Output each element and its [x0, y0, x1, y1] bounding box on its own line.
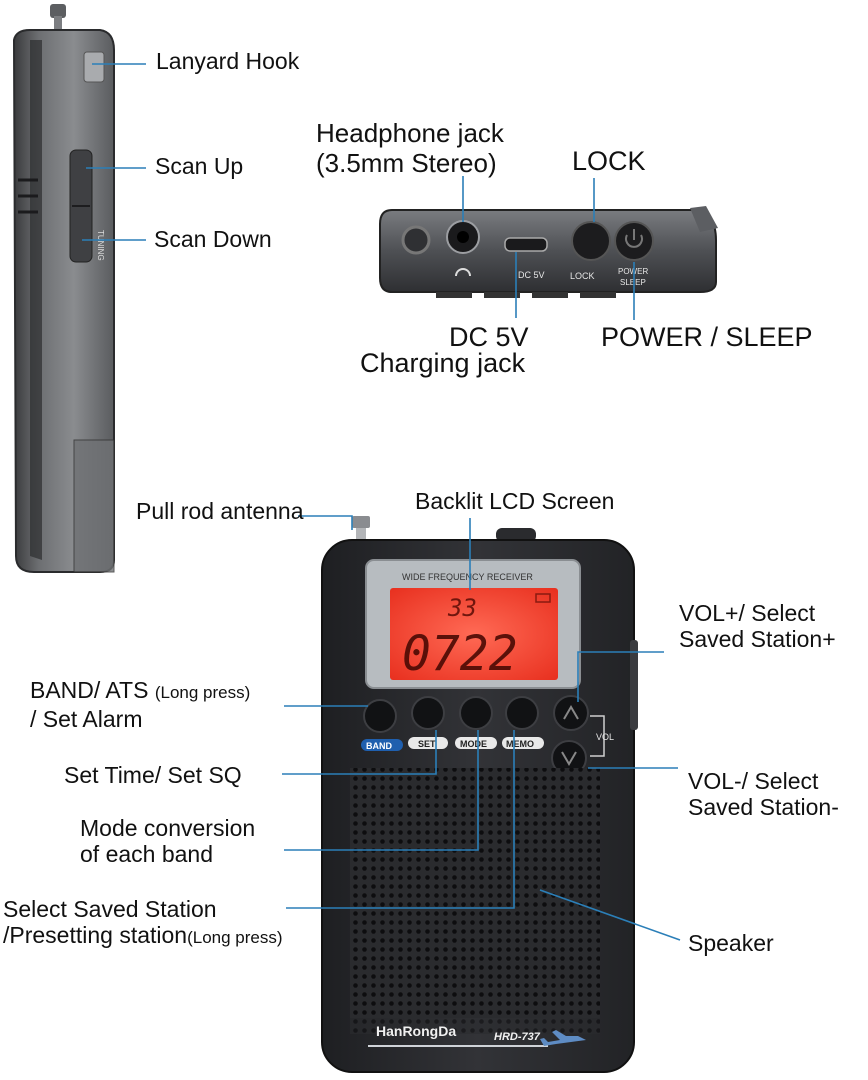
lanyard-hook-shape	[83, 51, 105, 83]
mode-button-shape	[459, 696, 493, 730]
label-headphone-jack: Headphone jack (3.5mm Stereo)	[316, 118, 504, 178]
label-vol-minus-line2: Saved Station-	[688, 794, 839, 820]
set-button-shape	[411, 696, 445, 730]
label-band-line1: BAND/ ATS (Long press)	[30, 677, 250, 706]
label-memo-line2: /Presetting station(Long press)	[3, 922, 283, 951]
label-vol-plus-line1: VOL+/ Select	[679, 600, 816, 626]
leader-speaker	[539, 889, 681, 941]
label-backlit: Backlit LCD Screen	[415, 488, 615, 514]
label-vol-plus: VOL+/ Select Saved Station+	[679, 600, 836, 652]
set-print: SET	[418, 739, 436, 749]
label-set-time: Set Time/ Set SQ	[64, 762, 242, 788]
headphone-glyph-icon	[455, 268, 471, 277]
leader-vol-plus	[577, 651, 664, 702]
speaker-grille	[350, 768, 600, 1018]
lcd-main-digits: 0722	[402, 626, 518, 682]
label-memo-text: /Presetting station	[3, 922, 188, 948]
label-speaker: Speaker	[688, 930, 774, 956]
antenna-tip-shape	[352, 516, 370, 528]
top-body	[379, 209, 717, 293]
label-scan-up: Scan Up	[155, 153, 244, 179]
label-headphone-line2: (3.5mm Stereo)	[316, 148, 497, 178]
vol-print: VOL	[596, 732, 614, 742]
label-mode-line2: of each band	[80, 841, 214, 867]
mode-pill	[455, 737, 497, 749]
label-band-text: BAND/ ATS	[30, 677, 149, 703]
set-pill	[408, 737, 448, 749]
screen-title: WIDE FREQUENCY RECEIVER	[402, 572, 533, 582]
label-scan-down: Scan Down	[154, 226, 272, 252]
label-band: BAND/ ATS (Long press) / Set Alarm	[30, 677, 250, 732]
lock-button-shape	[571, 221, 611, 261]
band-pill	[361, 739, 403, 751]
usb-port-shape	[504, 237, 548, 252]
label-vol-minus-line1: VOL-/ Select	[688, 768, 819, 794]
leader-lines	[82, 63, 681, 941]
side-antenna-tip	[50, 4, 66, 18]
label-memo-line1: Select Saved Station	[3, 896, 217, 922]
memo-pill	[502, 737, 544, 749]
label-power-sleep: POWER / SLEEP	[601, 322, 813, 352]
power-button-shape	[614, 221, 654, 261]
tuning-text: TUNING	[96, 230, 105, 261]
dc5v-print: DC 5V	[518, 270, 545, 280]
band-print: BAND	[366, 741, 392, 751]
side-bottom-panel	[73, 439, 115, 573]
label-lock: LOCK	[572, 146, 646, 176]
label-dc5v-line2: Charging jack	[360, 348, 526, 378]
leader-set	[282, 730, 437, 775]
leader-antenna	[298, 515, 353, 530]
lock-print: LOCK	[570, 271, 595, 281]
antenna-socket	[401, 225, 431, 255]
label-vol-minus: VOL-/ Select Saved Station-	[688, 768, 839, 820]
label-memo-small: (Long press)	[187, 928, 283, 947]
label-memo: Select Saved Station /Presetting station…	[3, 896, 283, 951]
label-band-line2: / Set Alarm	[30, 706, 143, 732]
label-vol-plus-line2: Saved Station+	[679, 626, 836, 652]
lcd-small-digits: 33	[447, 594, 477, 622]
label-mode: Mode conversion of each band	[80, 815, 255, 867]
label-lanyard-hook: Lanyard Hook	[156, 48, 300, 74]
leader-mode	[284, 730, 479, 851]
front-view	[321, 516, 638, 1073]
band-button-shape	[363, 699, 397, 733]
memo-print: MEMO	[506, 739, 534, 749]
mode-print: MODE	[460, 739, 487, 749]
top-view	[379, 206, 718, 298]
model-print: HRD-737	[494, 1031, 541, 1043]
sleep-print: SLEEP	[620, 278, 646, 287]
side-view	[12, 4, 115, 573]
label-headphone-line1: Headphone jack	[316, 118, 504, 148]
airplane-icon	[540, 1030, 586, 1046]
label-antenna: Pull rod antenna	[136, 498, 304, 524]
brand-print: HanRongDa	[376, 1023, 456, 1039]
lcd-screen	[390, 588, 558, 680]
vol-up-button-shape	[553, 695, 589, 731]
label-dc5v-line1: DC 5V	[449, 322, 529, 352]
leader-memo	[286, 730, 515, 909]
label-band-small: (Long press)	[154, 683, 251, 702]
label-mode-line1: Mode conversion	[80, 815, 256, 841]
memo-button-shape	[505, 696, 539, 730]
